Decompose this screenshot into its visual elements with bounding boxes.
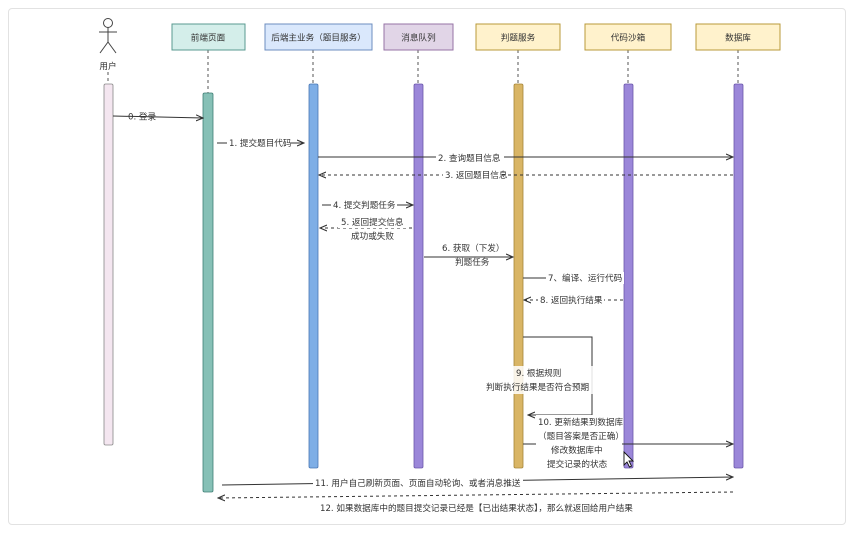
message-8-line-0: 8. 返回执行结果 [540, 294, 603, 306]
message-9-line-1: 判断执行结果是否符合预期 [486, 381, 589, 393]
user-actor-label: 用户 [99, 60, 116, 72]
participant-db-box [695, 23, 781, 51]
backend-activation-bar [308, 83, 319, 469]
participant-judge: 判题服务 [475, 23, 561, 51]
message-4-label: 4. 提交判题任务 [333, 199, 396, 211]
participant-frontend-box [171, 23, 246, 51]
message-6-line-0: 6. 获取（下发） [442, 242, 505, 254]
message-1-line-0: 1. 提交题目代码 [229, 137, 292, 149]
message-8-label: 8. 返回执行结果 [540, 294, 603, 306]
user-activation-bar [103, 83, 114, 446]
message-11-label: 11. 用户自己刷新页面、页面自动轮询、或者消息推送 [315, 477, 521, 489]
message-3-line-0: 3. 返回题目信息 [445, 169, 508, 181]
message-7-label: 7、编译、运行代码 [548, 272, 623, 284]
participant-backend-label: 后端主业务（题目服务） [271, 32, 366, 44]
message-5-line-1: 成功或失败 [351, 230, 394, 242]
mouse-cursor-icon [623, 450, 635, 468]
participant-judge-box [475, 23, 561, 51]
user-actor-icon [99, 18, 117, 54]
participant-db-label: 数据库 [725, 32, 751, 44]
db-activation-bar [733, 83, 744, 469]
message-2-line-0: 2. 查询题目信息 [438, 152, 501, 164]
message-3-label: 3. 返回题目信息 [445, 169, 508, 181]
participant-mq-box [383, 23, 454, 51]
message-0-arrow [112, 116, 203, 118]
message-10-line-1: （题目答案是否正确） [538, 430, 624, 442]
diagram-frame [8, 8, 846, 525]
message-0-line-0: 0. 登录 [128, 112, 157, 123]
judge-activation-bar [513, 83, 524, 469]
participant-backend: 后端主业务（题目服务） [264, 23, 373, 51]
participant-sandbox: 代码沙箱 [584, 23, 672, 51]
frontend-activation-bar [202, 92, 214, 493]
participant-frontend-label: 前端页面 [191, 32, 226, 44]
message-2-label: 2. 查询题目信息 [438, 152, 501, 164]
message-11-line-0: 11. 用户自己刷新页面、页面自动轮询、或者消息推送 [315, 477, 521, 489]
mq-activation-bar [413, 83, 424, 469]
message-9-label: 9. 根据规则判断执行结果是否符合预期 [486, 367, 589, 393]
participant-frontend: 前端页面 [171, 23, 246, 51]
message-7-line-0: 7、编译、运行代码 [548, 272, 623, 284]
message-9-line-0: 9. 根据规则 [516, 367, 561, 379]
participant-sandbox-label: 代码沙箱 [611, 32, 646, 44]
participant-mq-label: 消息队列 [401, 32, 435, 44]
participant-backend-box [264, 23, 373, 51]
message-10-label: 10. 更新结果到数据库 （题目答案是否正确） 修改数据库中提交记录的状态 [538, 416, 624, 470]
message-12-line-0: 12. 如果数据库中的题目提交记录已经是【已出结果状态】，那么就返回给用户结果 [320, 502, 633, 514]
message-0-label: 0. 登录 [128, 112, 157, 123]
participant-judge-label: 判题服务 [501, 32, 536, 44]
message-6-label: 6. 获取（下发） 判题任务 [442, 242, 505, 268]
message-12-arrow [218, 491, 734, 498]
user-actor: 用户 [99, 18, 117, 72]
message-10-line-3: 提交记录的状态 [547, 458, 608, 470]
message-4-line-0: 4. 提交判题任务 [333, 199, 396, 211]
participant-sandbox-box [584, 23, 672, 51]
message-1-label: 1. 提交题目代码 [229, 137, 292, 149]
sandbox-activation-bar [623, 83, 634, 469]
message-10-line-2: 修改数据库中 [551, 444, 603, 456]
message-10-line-0: 10. 更新结果到数据库 [538, 416, 624, 428]
message-5-line-0: 5. 返回提交信息 [341, 216, 404, 228]
message-12-label: 12. 如果数据库中的题目提交记录已经是【已出结果状态】，那么就返回给用户结果 [320, 502, 633, 514]
message-6-line-1: 判题任务 [455, 256, 490, 268]
message-5-label: 5. 返回提交信息成功或失败 [341, 216, 404, 242]
participant-db: 数据库 [695, 23, 781, 51]
participant-mq: 消息队列 [383, 23, 454, 51]
